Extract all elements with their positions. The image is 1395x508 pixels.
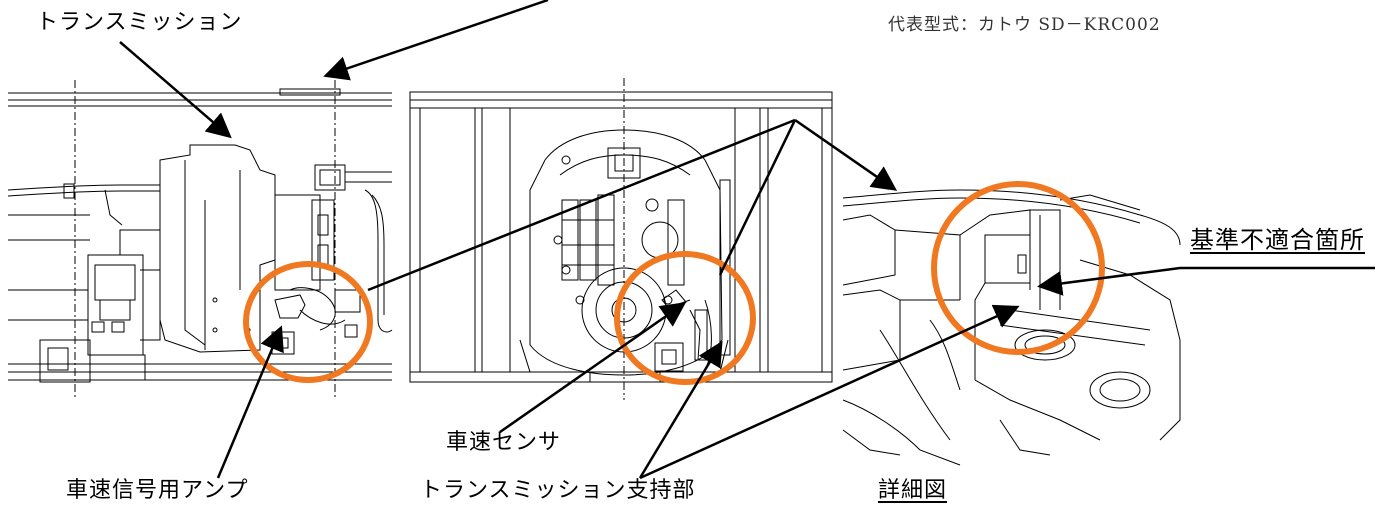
label-detail-view: 詳細図 [878,478,948,503]
arrow-speed-sensor [499,302,687,434]
model-label: 代表型式：カトウ SD－KRC002 [888,15,1161,35]
highlight-circles [243,181,1105,385]
leader-to-middle-sensor [718,119,797,276]
arrows [119,0,1375,480]
label-speed-amp: 車速信号用アンプ [66,478,249,503]
right-detail-view [842,189,1181,466]
arrow-to-left-view [323,0,549,81]
leader-to-left-circle [367,118,796,292]
highlight-circle-middle [614,251,756,385]
label-nonconforming-part: 基準不適合箇所 [1190,226,1365,254]
arrow-support-1 [638,340,723,479]
label-transmission-support: トランスミッション支持部 [420,478,696,503]
middle-rear-view [409,78,833,400]
arrow-to-detail [794,118,898,191]
left-side-view [7,80,393,400]
label-transmission: トランスミッション [36,10,243,35]
arrow-speed-amp [216,325,284,479]
arrow-transmission [119,41,232,139]
highlight-circle-detail [931,181,1105,355]
arrow-support-2 [639,304,1020,480]
label-speed-sensor: 車速センサ [446,430,562,455]
arrow-nonconforming [1037,266,1181,296]
highlight-circle-left [243,261,373,383]
